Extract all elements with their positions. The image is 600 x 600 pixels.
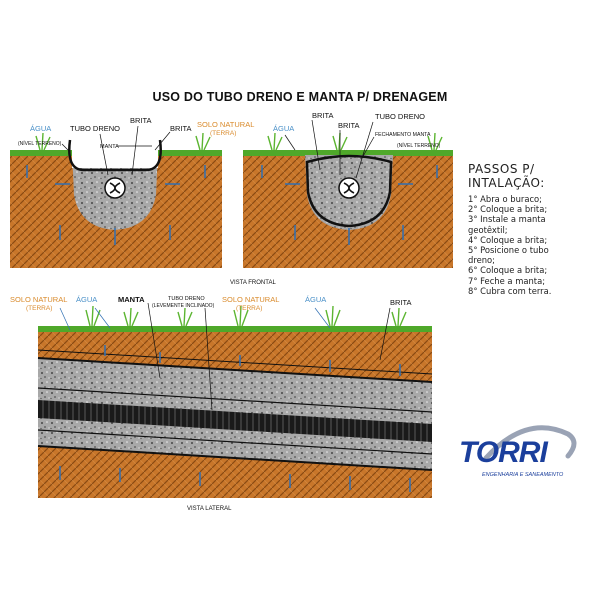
label-agua: ÁGUA <box>30 124 51 133</box>
installation-steps: PASSOS P/ INTALAÇÃO: 1° Abra o buraco;2°… <box>468 162 596 296</box>
label-nivel-terreno: (NÍVEL TERRENO) <box>18 140 62 147</box>
water-arrows-lateral <box>59 345 411 492</box>
label-vista-frontal: VISTA FRONTAL <box>230 280 276 286</box>
label-nivel-terreno: (NÍVEL TERRENO) <box>397 142 441 149</box>
label-fechamento-manta: FECHAMENTO MANTA <box>375 132 431 138</box>
label-tubo-dreno: TUBO DRENO <box>168 296 205 302</box>
label-agua: ÁGUA <box>76 295 97 304</box>
step-line: 6° Coloque a brita; <box>468 265 548 276</box>
label-brita: BRITA <box>312 111 334 120</box>
step-line: dreno; <box>468 255 495 266</box>
step-line: geotêxtil; <box>468 224 508 235</box>
front-view-right: ÁGUA BRITA BRITA TUBO DRENO FECHAMENTO M… <box>243 111 453 268</box>
label-brita-2: BRITA <box>338 121 360 130</box>
label-terra: (TERRA) <box>236 305 262 312</box>
front-view-left: ÁGUA (NÍVEL TERRENO) TUBO DRENO BRITA BR… <box>10 116 254 268</box>
steps-heading-2: INTALAÇÃO: <box>468 176 545 190</box>
logo-name: TORRI <box>459 436 548 469</box>
drain-pipe-lateral <box>38 400 432 442</box>
pipe-symbol <box>109 182 121 194</box>
label-tubo-dreno: TUBO DRENO <box>375 112 425 121</box>
label-tubo-dreno: TUBO DRENO <box>70 124 120 133</box>
leader-lines <box>284 119 375 179</box>
label-agua: ÁGUA <box>273 124 294 133</box>
trench-opening <box>72 150 158 168</box>
label-manta: MANTA <box>118 295 145 304</box>
grass-tufts-lateral <box>85 305 407 327</box>
label-vista-lateral: VISTA LATERAL <box>187 506 232 512</box>
label-solo-natural: SOLO NATURAL <box>222 295 279 304</box>
steps-list: 1° Abra o buraco;2° Coloque a brita;3° I… <box>468 194 596 296</box>
step-line: 8° Cubra com terra. <box>468 285 552 296</box>
label-agua: ÁGUA <box>305 295 326 304</box>
grass-strip <box>243 150 453 156</box>
grass-strip-lateral <box>38 326 432 332</box>
torri-logo: TORRI ENGENHARIA E SANEAMENTO <box>459 425 577 478</box>
label-solo-natural: SOLO NATURAL <box>10 295 67 304</box>
water-arrows <box>26 165 206 245</box>
step-line: 7° Feche a manta; <box>468 275 546 286</box>
manta-lines-lateral <box>37 349 433 471</box>
label-levemente-inclinado: (LEVEMENTE INCLINADO) <box>152 303 215 309</box>
grass-tufts <box>35 132 211 151</box>
leader-lines <box>61 125 171 176</box>
lateral-view: SOLO NATURAL (TERRA) ÁGUA MANTA TUBO DRE… <box>10 295 433 498</box>
label-brita: BRITA <box>390 298 412 307</box>
label-terra: (TERRA) <box>210 130 236 137</box>
label-manta: MANTA <box>100 144 119 150</box>
pipe-symbol <box>343 182 355 194</box>
steps-heading-1: PASSOS P/ <box>468 162 535 176</box>
step-line: 3° Instale a manta <box>468 214 546 225</box>
logo-swoosh <box>483 425 577 461</box>
geotextile-manta-closed <box>305 154 393 228</box>
step-line: 4° Coloque a brita; <box>468 234 548 245</box>
label-brita-2: BRITA <box>170 124 192 133</box>
water-arrows <box>261 165 438 245</box>
diagram-title: USO DO TUBO DRENO E MANTA P/ DRENAGEM <box>152 90 448 104</box>
geotextile-manta <box>68 139 162 172</box>
label-solo-natural: SOLO NATURAL <box>197 120 254 129</box>
logo-subtitle: ENGENHARIA E SANEAMENTO <box>482 472 564 478</box>
label-terra: (TERRA) <box>26 305 52 312</box>
step-line: 2° Coloque a brita; <box>468 204 548 215</box>
step-line: 5° Posicione o tubo <box>468 245 549 256</box>
step-line: 1° Abra o buraco; <box>468 194 542 204</box>
leader-lines-lateral <box>59 302 391 411</box>
label-brita: BRITA <box>130 116 152 125</box>
